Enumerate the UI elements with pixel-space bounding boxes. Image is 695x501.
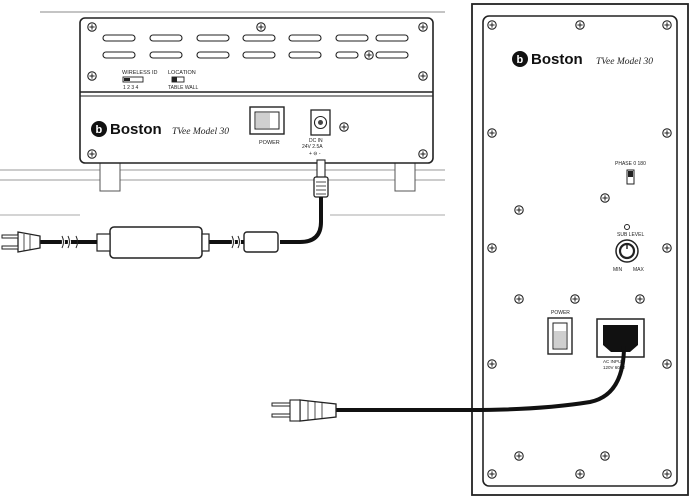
model-name: TVee Model 30 xyxy=(172,127,229,137)
dc-cable xyxy=(280,197,323,244)
wireless-id-label: WIRELESS ID xyxy=(122,70,157,76)
phase-label: PHASE 0 180 xyxy=(615,161,646,167)
dc-input-jack[interactable] xyxy=(310,109,331,136)
boston-logo: b xyxy=(91,121,107,137)
location-values: TABLE WALL xyxy=(168,85,199,91)
power-switch[interactable]: POWER xyxy=(249,106,285,146)
ac-inlet[interactable]: AC INPUT 120V 60Hz xyxy=(596,318,645,370)
dc-rating: 24V 2.5A xyxy=(302,144,323,150)
power-adapter-brick[interactable] xyxy=(109,226,203,259)
vent-slots xyxy=(102,34,409,59)
location-switch[interactable]: LOCATION TABLE WALL xyxy=(168,70,199,91)
sub-level-knob[interactable]: SUB LEVEL MIN MAX xyxy=(613,224,645,274)
ac-rating: 120V 60Hz xyxy=(603,365,626,370)
location-label: LOCATION xyxy=(168,70,196,76)
wireless-id-switch[interactable]: WIRELESS ID 1 2 3 4 xyxy=(122,70,157,91)
phase-switch[interactable]: PHASE 0 180 xyxy=(615,161,646,185)
subwoofer-panel xyxy=(482,15,678,487)
power-label: POWER xyxy=(259,140,280,146)
sub-power-cord xyxy=(271,345,626,422)
ac-plug-adapter[interactable] xyxy=(1,231,41,253)
boston-logo: b xyxy=(512,51,528,67)
brand-name: Boston xyxy=(531,51,583,68)
level-label: SUB LEVEL xyxy=(617,232,644,238)
subwoofer-unit: b Boston TVee Model 30 PHASE 0 180 SUB L… xyxy=(471,3,689,496)
dc-plug[interactable] xyxy=(313,159,329,198)
wireless-id-values: 1 2 3 4 xyxy=(123,85,139,91)
svg-text:b: b xyxy=(517,54,524,66)
ac-cable xyxy=(336,345,626,412)
power-adapter-assembly xyxy=(1,197,323,259)
svg-text:b: b xyxy=(96,124,103,136)
ac-label: AC INPUT xyxy=(603,359,624,364)
ac-plug-sub[interactable] xyxy=(271,399,337,422)
level-min: MIN xyxy=(613,267,623,273)
sub-power-switch[interactable]: POWER xyxy=(547,310,573,355)
sound-base-unit: WIRELESS ID 1 2 3 4 LOCATION TABLE WALL … xyxy=(0,11,445,216)
brand-name: Boston xyxy=(110,121,162,138)
unit-foot xyxy=(394,162,416,192)
unit-foot xyxy=(99,162,121,192)
model-name: TVee Model 30 xyxy=(596,57,653,67)
dc-label: DC IN xyxy=(309,138,323,144)
dc-polarity: + ⊖ - xyxy=(309,151,321,157)
ferrite-bead xyxy=(243,231,279,253)
level-max: MAX xyxy=(633,267,645,273)
power-label: POWER xyxy=(551,310,570,316)
